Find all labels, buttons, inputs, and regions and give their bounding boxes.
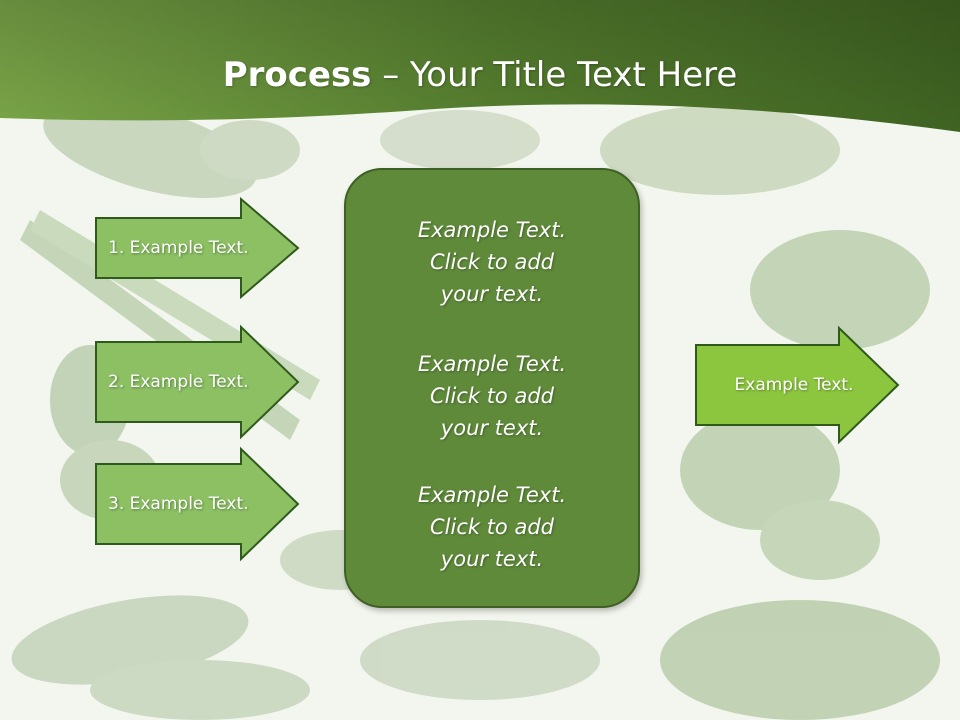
slide-title[interactable]: Process – Your Title Text Here bbox=[0, 50, 960, 100]
step-arrow-2[interactable]: 2. Example Text. bbox=[95, 324, 300, 440]
center-text-line: Example Text. bbox=[417, 483, 567, 507]
step-label: 1. Example Text. bbox=[108, 238, 249, 258]
center-text-block-2: Example Text. Click to add your text. bbox=[346, 348, 638, 444]
output-arrow[interactable]: Example Text. bbox=[695, 325, 900, 445]
center-text-block-3: Example Text. Click to add your text. bbox=[346, 479, 638, 575]
center-text-line: Click to add bbox=[429, 384, 554, 408]
output-label: Example Text. bbox=[734, 375, 854, 395]
step-arrow-3[interactable]: 3. Example Text. bbox=[95, 446, 300, 562]
center-content-box[interactable]: Example Text. Click to add your text. Ex… bbox=[344, 168, 640, 608]
right-arrow-shape bbox=[695, 325, 900, 445]
title-banner bbox=[0, 0, 960, 132]
center-text-line: Click to add bbox=[429, 515, 554, 539]
center-text-line: your text. bbox=[440, 416, 544, 440]
center-text-line: Example Text. bbox=[417, 352, 567, 376]
center-text-line: Example Text. bbox=[417, 218, 567, 242]
step-label: 3. Example Text. bbox=[108, 494, 249, 514]
title-rest-text: – Your Title Text Here bbox=[371, 55, 738, 95]
center-text-line: your text. bbox=[440, 547, 544, 571]
center-text-block-1: Example Text. Click to add your text. bbox=[346, 214, 638, 310]
step-arrow-1[interactable]: 1. Example Text. bbox=[95, 196, 300, 300]
center-text-line: your text. bbox=[440, 282, 544, 306]
right-arrow-shape bbox=[95, 324, 300, 440]
title-bold-text: Process bbox=[222, 55, 372, 95]
right-arrow-shape bbox=[95, 196, 300, 300]
step-label: 2. Example Text. bbox=[108, 372, 249, 392]
center-text-line: Click to add bbox=[429, 250, 554, 274]
right-arrow-shape bbox=[95, 446, 300, 562]
